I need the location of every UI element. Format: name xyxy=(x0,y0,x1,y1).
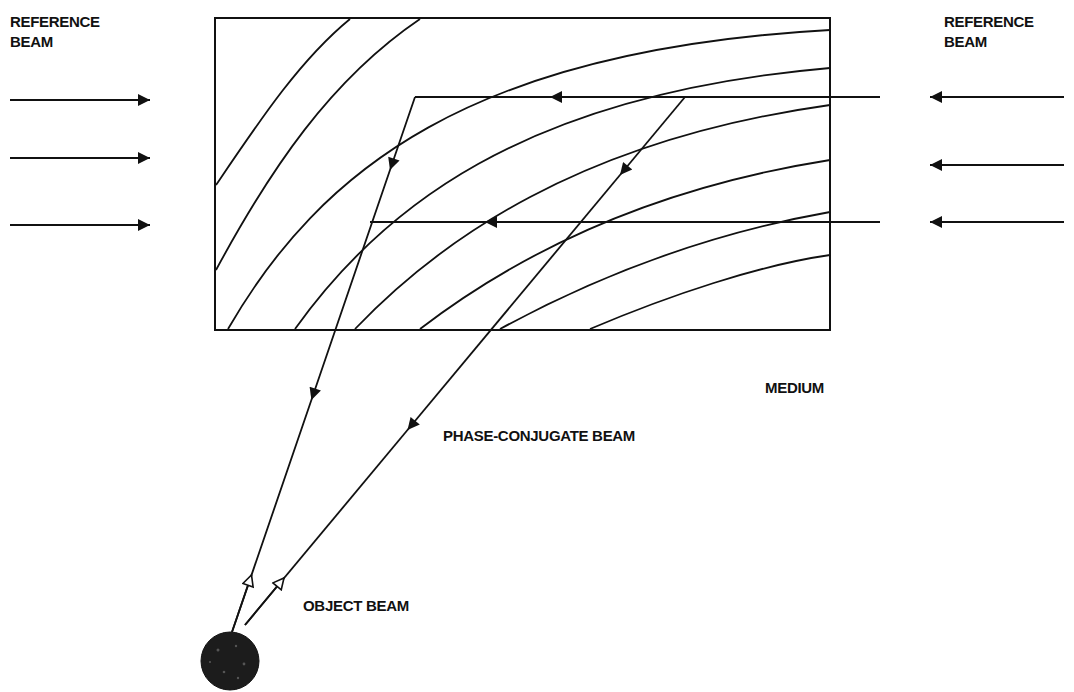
beam-label: PHASE-CONJUGATE BEAM xyxy=(443,426,635,446)
beam-label: REFERENCE BEAM xyxy=(944,12,1062,52)
internal-beams xyxy=(370,97,880,222)
reference-arrows-right xyxy=(930,97,1064,222)
beam-label: REFERENCE BEAM xyxy=(10,12,128,52)
reference-arrows-left xyxy=(10,100,150,225)
object-sphere xyxy=(201,632,259,690)
object-beam-arrows xyxy=(232,575,284,632)
phase-conjugate-rays xyxy=(232,97,685,632)
beam-label: OBJECT BEAM xyxy=(303,596,409,616)
medium-label: MEDIUM xyxy=(765,378,824,398)
medium-box xyxy=(215,18,830,330)
object-texture xyxy=(209,645,246,679)
fringe-lines xyxy=(216,19,830,329)
